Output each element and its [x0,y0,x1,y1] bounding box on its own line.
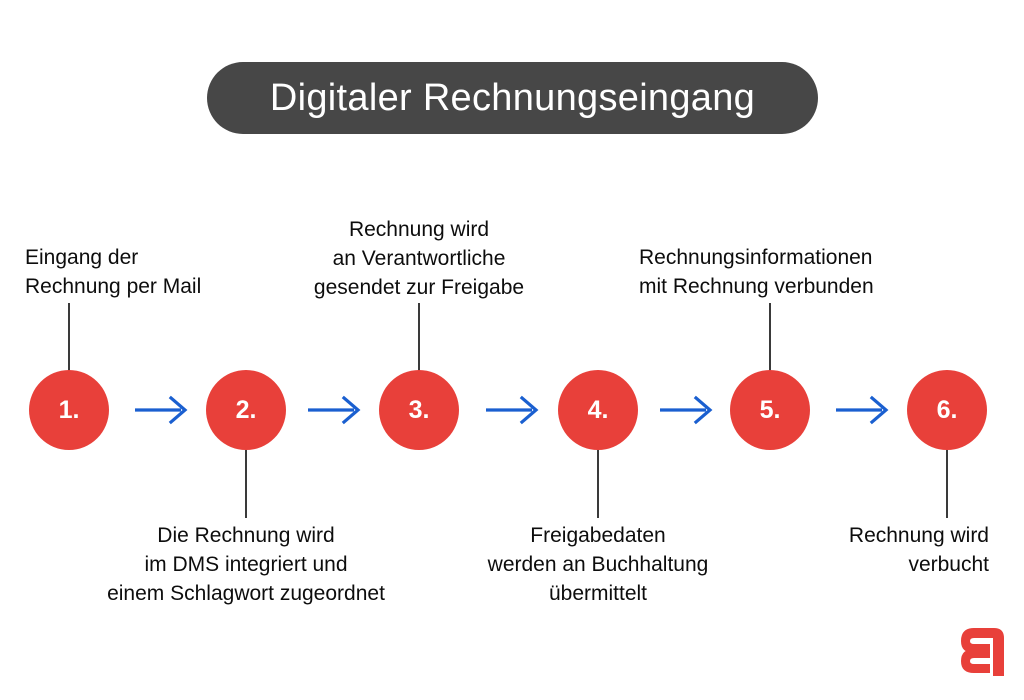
step-label-6: Rechnung wird verbucht [848,524,989,576]
page-title-banner: Digitaler Rechnungseingang [207,62,818,134]
connector-line-step-3 [418,303,420,371]
step-label-3: Rechnung wird an Verantwortliche gesende… [313,218,525,299]
step-label-2: Die Rechnung wird im DMS integriert und … [107,524,385,605]
step-number-1: 1. [58,395,80,424]
connector-line-step-2 [245,450,247,518]
step-number-3: 3. [408,395,430,424]
brand-a-logo [961,628,1004,676]
step-circle-6[interactable]: 6. [907,370,987,450]
arrow-right-icon-2 [308,395,361,425]
arrow-right-icon-4 [660,395,713,425]
arrow-right-icon-1 [135,395,188,425]
connector-line-step-5 [769,303,771,371]
step-circle-5[interactable]: 5. [730,370,810,450]
step-number-4: 4. [587,395,609,424]
step-label-1: Eingang der Rechnung per Mail [25,246,202,298]
step-number-2: 2. [235,395,257,424]
step-circle-2[interactable]: 2. [206,370,286,450]
step-number-5: 5. [759,395,781,424]
step-number-6: 6. [936,395,958,424]
connector-line-step-6 [946,450,948,518]
step-circle-3[interactable]: 3. [379,370,459,450]
connector-line-step-4 [597,450,599,518]
page-title: Digitaler Rechnungseingang [269,77,756,119]
step-label-5: Rechnungsinformationen mit Rechnung verb… [639,246,874,298]
step-label-4: Freigabedaten werden an Buchhaltung über… [487,524,709,605]
connector-line-step-1 [68,303,70,371]
arrow-right-icon-3 [486,395,539,425]
arrow-right-icon-5 [836,395,889,425]
step-circle-4[interactable]: 4. [558,370,638,450]
step-circle-1[interactable]: 1. [29,370,109,450]
